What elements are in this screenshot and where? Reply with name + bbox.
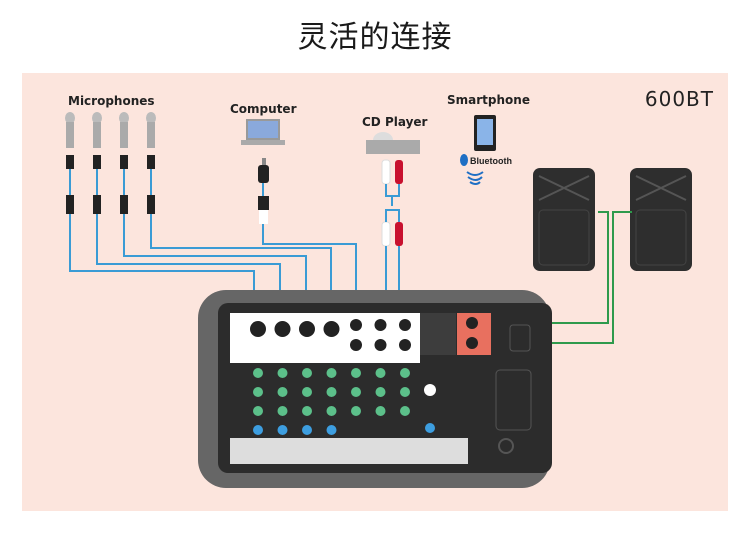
xlr-jack bbox=[299, 321, 315, 337]
page-title: 灵活的连接 bbox=[297, 20, 453, 55]
eq-knob bbox=[302, 368, 312, 378]
eq-knob bbox=[351, 406, 361, 416]
microphone-icon bbox=[92, 112, 102, 214]
speaker-out-jack bbox=[466, 337, 478, 349]
fx-knob bbox=[253, 425, 263, 435]
microphone-icon bbox=[119, 112, 129, 214]
eq-knob bbox=[277, 387, 288, 397]
xlr-jack bbox=[323, 321, 340, 337]
eq-knob bbox=[326, 406, 337, 416]
jack bbox=[350, 319, 362, 331]
microphones bbox=[65, 112, 156, 214]
computer-label: Computer bbox=[230, 102, 297, 116]
eq-knob bbox=[277, 368, 288, 378]
smartphone-label: Smartphone bbox=[447, 93, 530, 107]
bluetooth-icon: Bluetooth bbox=[460, 154, 512, 185]
eq-knob bbox=[277, 406, 288, 416]
jack bbox=[399, 319, 411, 331]
eq-knob bbox=[253, 387, 263, 397]
eq-knob bbox=[400, 406, 410, 416]
speakers bbox=[533, 168, 692, 271]
cd-player-icon bbox=[366, 132, 420, 247]
speaker-out-jack bbox=[466, 317, 478, 329]
eq-knob bbox=[253, 368, 263, 378]
eq-knob bbox=[375, 406, 386, 416]
jack bbox=[350, 339, 362, 351]
eq-knob bbox=[326, 368, 337, 378]
mixer bbox=[198, 290, 552, 488]
fx-knob bbox=[326, 425, 337, 435]
xlr-jack bbox=[250, 321, 266, 337]
speaker-icon bbox=[630, 168, 692, 271]
fx-knob bbox=[277, 425, 288, 435]
eq-knob bbox=[326, 387, 337, 397]
eq-knob bbox=[375, 387, 386, 397]
laptop-icon bbox=[241, 119, 285, 224]
microphones-label: Microphones bbox=[68, 94, 155, 108]
xlr-jack bbox=[274, 321, 291, 337]
eq-knob bbox=[400, 368, 410, 378]
eq-knob bbox=[400, 387, 410, 397]
jack bbox=[374, 339, 387, 351]
microphone-icon bbox=[65, 112, 75, 214]
jack bbox=[399, 339, 411, 351]
jack bbox=[374, 319, 387, 331]
fx-master-knob bbox=[425, 423, 435, 433]
cd-player-label: CD Player bbox=[362, 115, 428, 129]
eq-knob bbox=[302, 387, 312, 397]
bluetooth-volume-knob bbox=[424, 384, 436, 396]
eq-knob bbox=[302, 406, 312, 416]
bluetooth-label: Bluetooth bbox=[470, 156, 512, 166]
fx-knob bbox=[302, 425, 312, 435]
eq-knob bbox=[351, 387, 361, 397]
speaker-icon bbox=[533, 168, 595, 271]
smartphone-icon bbox=[474, 115, 496, 151]
microphone-icon bbox=[146, 112, 156, 214]
eq-knob bbox=[253, 406, 263, 416]
eq-knob bbox=[375, 368, 386, 378]
model-name: 600BT bbox=[644, 87, 714, 111]
eq-knob bbox=[351, 368, 361, 378]
